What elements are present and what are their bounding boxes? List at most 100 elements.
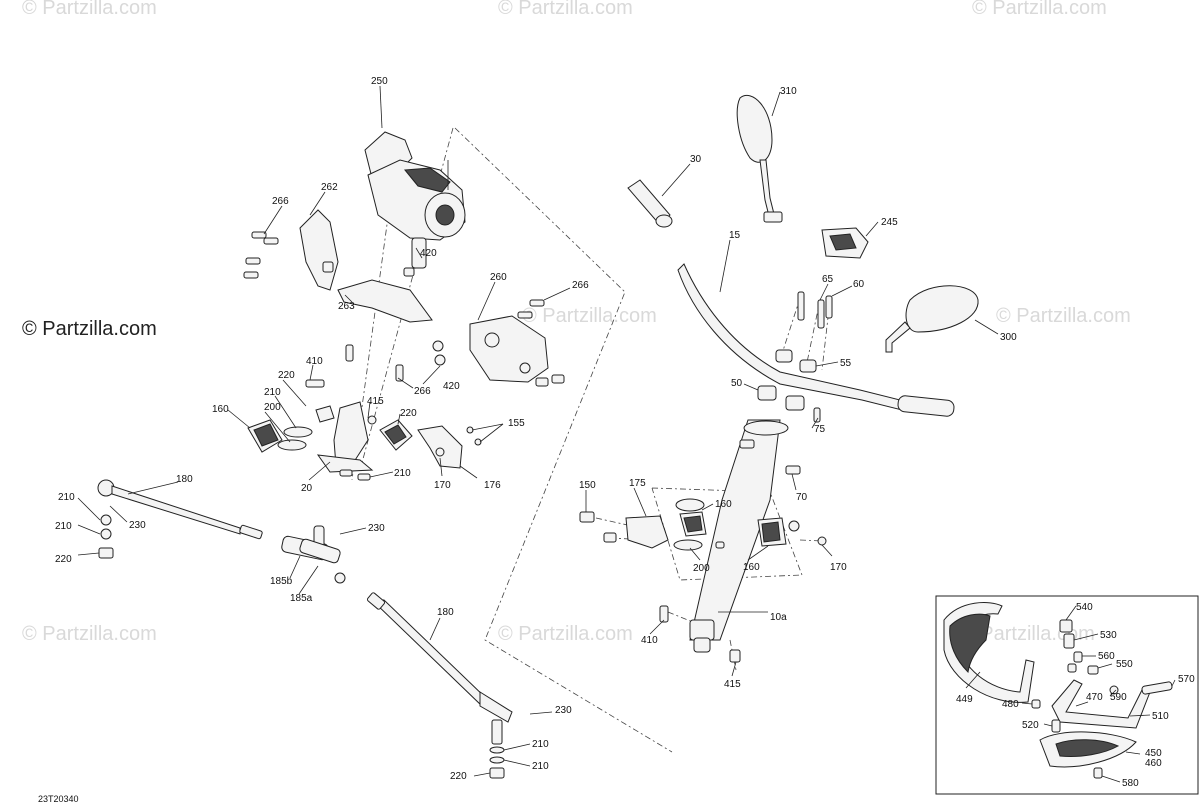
callout-220: 220 (55, 554, 72, 565)
steering-column-10a (659, 419, 801, 663)
bracket-hole (484, 332, 500, 348)
callout-210: 210 (532, 739, 549, 750)
callout-550: 550 (1116, 659, 1133, 670)
callout-590: 590 (1110, 692, 1127, 703)
watermark-faint: © Partzilla.com (498, 623, 633, 645)
callout-410: 410 (641, 635, 658, 646)
callout-220: 220 (278, 370, 295, 381)
callout-530: 530 (1100, 630, 1117, 641)
callout-460: 460 (1145, 758, 1162, 769)
watermark-faint: © Partzilla.com (22, 623, 157, 645)
callout-160: 160 (743, 562, 760, 573)
callout-labels: 250 262 266 263 420 260 266 266 420 410 … (55, 76, 1195, 789)
callout-266: 266 (572, 280, 589, 291)
handguard-inset-frame (935, 595, 1199, 795)
callout-480: 480 (1002, 699, 1019, 710)
watermark-faint: © Partzilla.com (972, 0, 1107, 19)
callout-210: 210 (532, 761, 549, 772)
handlebar-15 (677, 263, 955, 417)
tie-rod-upper (97, 479, 263, 559)
callout-170: 170 (434, 480, 451, 491)
callout-510: 510 (1152, 711, 1169, 722)
callout-185b: 185b (270, 576, 293, 587)
callout-520: 520 (1022, 720, 1039, 731)
callout-449: 449 (956, 694, 973, 705)
callout-70: 70 (796, 492, 808, 503)
callout-470: 470 (1086, 692, 1103, 703)
bolt-axis-line (821, 299, 831, 371)
tie-rod-lower (366, 592, 513, 779)
callout-570: 570 (1178, 674, 1195, 685)
callout-15: 15 (729, 230, 741, 241)
callout-10a: 10a (770, 612, 787, 623)
callout-420: 420 (420, 248, 437, 259)
callout-245: 245 (881, 217, 898, 228)
callout-266: 266 (414, 386, 431, 397)
callout-310: 310 (780, 86, 797, 97)
callout-540: 540 (1076, 602, 1093, 613)
handguard-assembly (943, 602, 1173, 779)
callout-560: 560 (1098, 651, 1115, 662)
watermark-faint: © Partzilla.com (22, 0, 157, 19)
callout-200: 200 (693, 563, 710, 574)
handlebar-clamps (757, 291, 833, 423)
callout-263: 263 (338, 301, 355, 312)
callout-230: 230 (555, 705, 572, 716)
bracket-263 (337, 279, 433, 323)
power-steering-unit (364, 131, 466, 269)
callout-150: 150 (579, 480, 596, 491)
callout-185a: 185a (290, 593, 313, 604)
callout-266: 266 (272, 196, 289, 207)
callout-65: 65 (822, 274, 834, 285)
callout-160: 160 (715, 499, 732, 510)
callout-450: 450 (1145, 748, 1162, 759)
bearing-clamp-group (579, 498, 827, 551)
callout-210: 210 (55, 521, 72, 532)
callout-75: 75 (814, 424, 826, 435)
callout-220: 220 (450, 771, 467, 782)
callout-250: 250 (371, 76, 388, 87)
watermark-faint: © Partzilla.com (498, 0, 633, 19)
callout-230: 230 (368, 523, 385, 534)
callout-230: 230 (129, 520, 146, 531)
callout-415: 415 (724, 679, 741, 690)
callout-50: 50 (731, 378, 743, 389)
callout-260: 260 (490, 272, 507, 283)
assembly-outline (454, 127, 673, 753)
callout-176: 176 (484, 480, 501, 491)
bolt-axis-line (779, 297, 801, 361)
bracket-hole (519, 362, 531, 374)
callout-420: 420 (443, 381, 460, 392)
callout-220: 220 (400, 408, 417, 419)
callout-300: 300 (1000, 332, 1017, 343)
callout-210: 210 (394, 468, 411, 479)
callout-200: 200 (264, 402, 281, 413)
watermark-faint: © Partzilla.com (522, 305, 657, 327)
callout-415: 415 (367, 396, 384, 407)
watermark-main: © Partzilla.com (22, 318, 157, 340)
callout-60: 60 (853, 279, 865, 290)
diagram-code: 23T20340 (38, 794, 79, 804)
fastener-group (243, 231, 565, 387)
lower-steering-column (247, 379, 482, 481)
callout-160: 160 (212, 404, 229, 415)
mirror-300 (885, 285, 979, 353)
callout-180: 180 (176, 474, 193, 485)
tie-rod-end-185 (281, 525, 346, 584)
callout-410: 410 (306, 356, 323, 367)
mirror-310 (736, 95, 783, 223)
callout-210: 210 (58, 492, 75, 503)
callout-180: 180 (437, 607, 454, 618)
callout-20: 20 (301, 483, 313, 494)
callout-55: 55 (840, 358, 852, 369)
switch-245-face (829, 233, 857, 251)
leader-lines (77, 85, 1176, 783)
callout-262: 262 (321, 182, 338, 193)
callout-580: 580 (1122, 778, 1139, 789)
callout-30: 30 (690, 154, 702, 165)
callout-175: 175 (629, 478, 646, 489)
callout-170: 170 (830, 562, 847, 573)
bracket-262 (299, 209, 339, 291)
